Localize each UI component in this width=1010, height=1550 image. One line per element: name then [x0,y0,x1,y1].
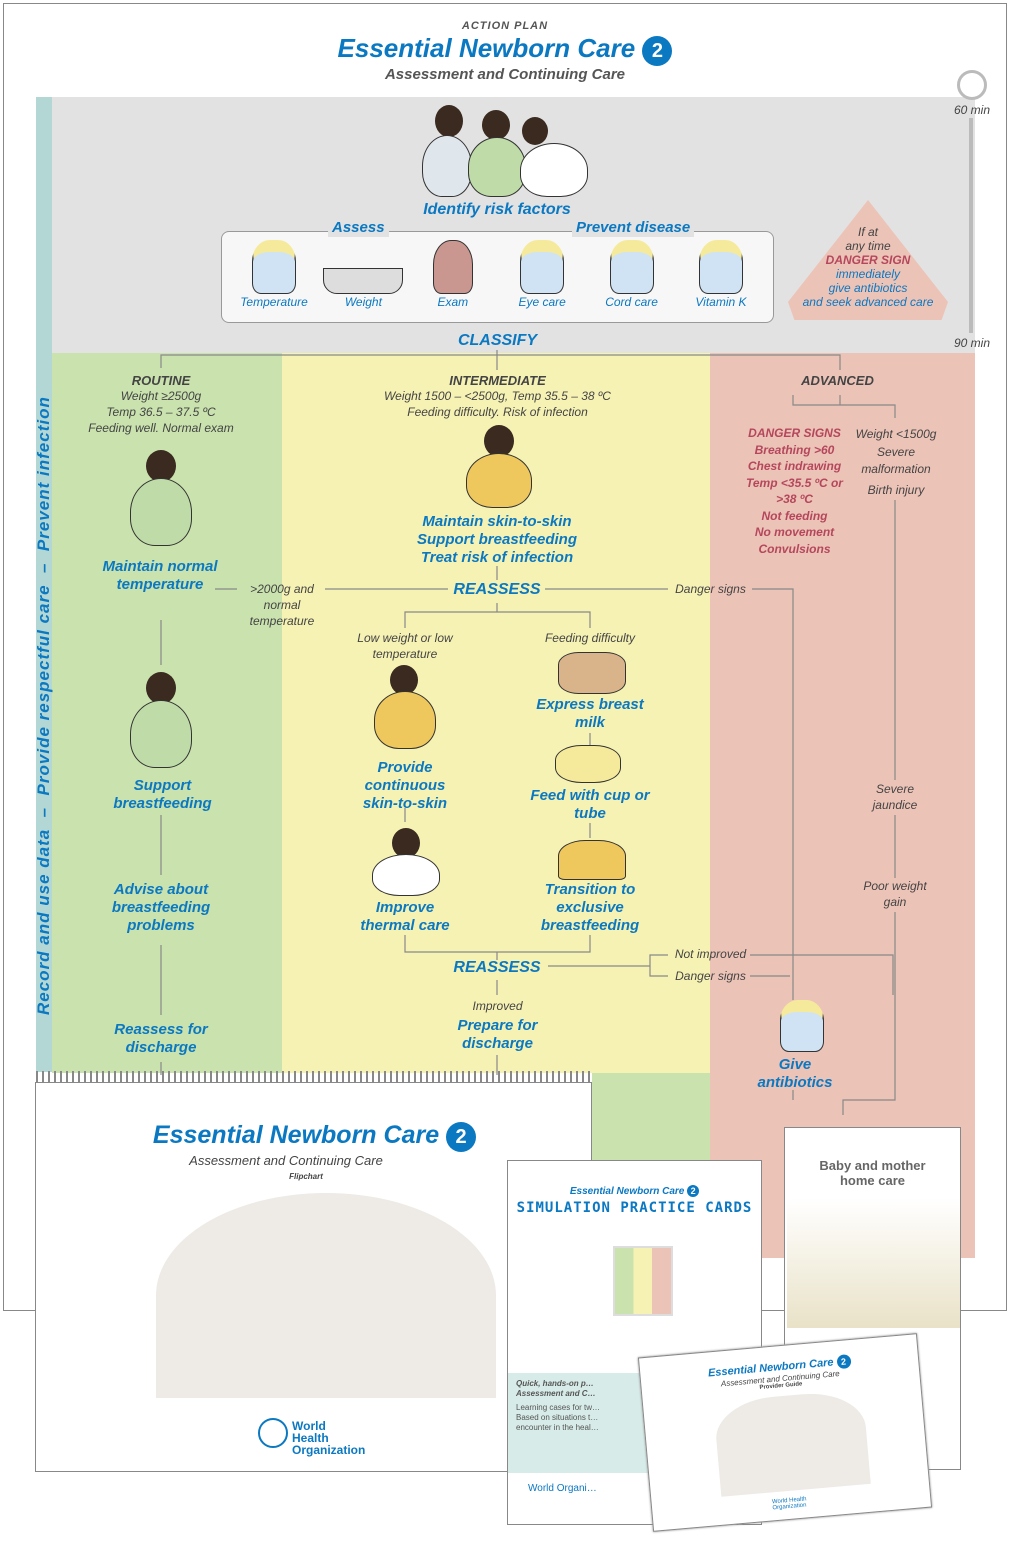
scale-icon [323,268,404,294]
guide-illustration [713,1389,871,1497]
step-cord-care: Cord care [588,240,676,320]
advanced-title: ADVANCED [801,373,874,388]
routine-step-reassess: Reassess for discharge [114,1021,208,1056]
flipchart-type: Flipchart [289,1172,323,1181]
step-vitamin-k: Vitamin K [677,240,765,320]
baby-icon [609,240,654,294]
family-illustration [420,105,590,197]
intermediate-green-tail [592,1073,710,1163]
sim-bullet-1: Learning cases for tw… [516,1403,601,1412]
routine-title: ROUTINE [131,373,191,388]
guide-badge: 2 [835,1354,852,1370]
step-exam: Exam [409,240,497,320]
breastfeeding-illustration [558,840,626,880]
timeline-start: 60 min [953,103,991,117]
flipchart-org: World Health Organization [292,1419,366,1457]
assess-box [221,231,774,323]
home-care-title: Baby and mother home care [819,1158,926,1188]
low-step-thermal-care: Improve thermal care [360,899,450,934]
sim-org: World Organi… [528,1483,597,1494]
baby-icon [520,240,565,294]
branch-feeding: Feeding difficulty [544,631,636,645]
intermediate-title: INTERMEDIATE [449,373,546,388]
sim-heading: SIMULATION PRACTICE CARDS [516,1200,753,1216]
identify-risk-factors: Identify risk factors [423,201,571,218]
step-weight: Weight [319,240,407,320]
poor-weight-gain: Poor weight gain [855,878,935,910]
baby-icon [432,240,473,294]
feed-step-express: Express breast milk [536,696,644,731]
mother-baby-illustration [372,665,438,753]
low-step-skin-to-skin: Provide continuous skin-to-skin [362,759,448,812]
cup-feeding-illustration [555,745,621,783]
assess-steps: Temperature Weight Exam Eye care Cord ca… [230,240,765,320]
title: Essential Newborn Care [337,33,636,63]
timeline-end: 90 min [953,336,991,350]
prepare-discharge: Prepare for discharge [457,1017,538,1052]
flipchart-badge: 2 [446,1122,477,1152]
clock-icon [957,70,987,100]
severe-jaundice: Severe jaundice [860,781,930,813]
classify-label: CLASSIFY [457,332,538,349]
who-logo [258,1418,288,1448]
to-routine-criteria: >2000g and normal temperature [249,582,315,628]
improved: Improved [472,999,523,1013]
feed-step-cup: Feed with cup or tube [530,787,650,822]
mother-baby-illustration [464,425,534,510]
title-badge: 2 [642,36,673,66]
danger-signs-2: Danger signs [675,969,746,983]
timeline-bar [969,118,973,333]
routine-step-advise: Advise about breastfeeding problems [111,881,211,934]
sim-title: Essential Newborn Care [569,1186,685,1197]
assess-heading: Assess [328,219,389,237]
provider-guide[interactable]: Essential Newborn Care 2 Assessment and … [637,1333,933,1532]
sim-badge: 2 [687,1185,700,1197]
flipchart-title: Essential Newborn Care [152,1121,440,1149]
baby-icon [252,240,296,294]
mother-baby-illustration [128,672,194,772]
prevent-heading: Prevent disease [572,219,695,237]
side-label: Record and use data – Provide respectful… [34,396,53,1015]
sim-illustration [613,1246,673,1316]
clinic-illustration [156,1193,496,1398]
give-antibiotics: Give antibiotics [757,1056,833,1091]
breast-milk-illustration [558,652,626,694]
sim-bullet-2: Based on situations t… encounter in the … [516,1413,599,1432]
reassess-1: REASSESS [453,581,541,598]
subtitle: Assessment and Continuing Care [384,66,626,83]
mother-baby-illustration [128,450,194,550]
feed-step-transition: Transition to exclusive breastfeeding [540,881,640,934]
side-strip [36,97,52,1072]
branch-low-weight: Low weight or low temperature [357,631,453,661]
spiral-binding [36,1071,593,1083]
routine-step-maintain-temp: Maintain normal temperature [102,558,218,593]
step-eye-care: Eye care [498,240,586,320]
mother-baby-illustration [370,828,442,898]
guide-org: World Health Organization [771,1496,807,1512]
intermediate-criteria: INTERMEDIATE Weight 1500 – <2500g, Temp … [330,373,665,420]
baby-antibiotics-illustration [780,1000,824,1052]
danger-signs-1: Danger signs [675,582,746,596]
flipchart-subtitle: Assessment and Continuing Care [189,1153,383,1168]
family-illustration [787,1198,960,1328]
intermediate-actions: Maintain skin-to-skin Support breastfeed… [416,513,577,566]
flipchart-cover[interactable]: Essential Newborn Care 2 Assessment and … [35,1071,593,1472]
sim-blurb: Quick, hands-on p… Assessment and C… [516,1379,596,1398]
step-temperature: Temperature [230,240,318,320]
kicker: ACTION PLAN [461,20,549,32]
baby-icon [698,240,743,294]
not-improved: Not improved [674,947,747,961]
reassess-2: REASSESS [453,959,541,976]
routine-step-support-bf: Support breastfeeding [113,777,212,812]
